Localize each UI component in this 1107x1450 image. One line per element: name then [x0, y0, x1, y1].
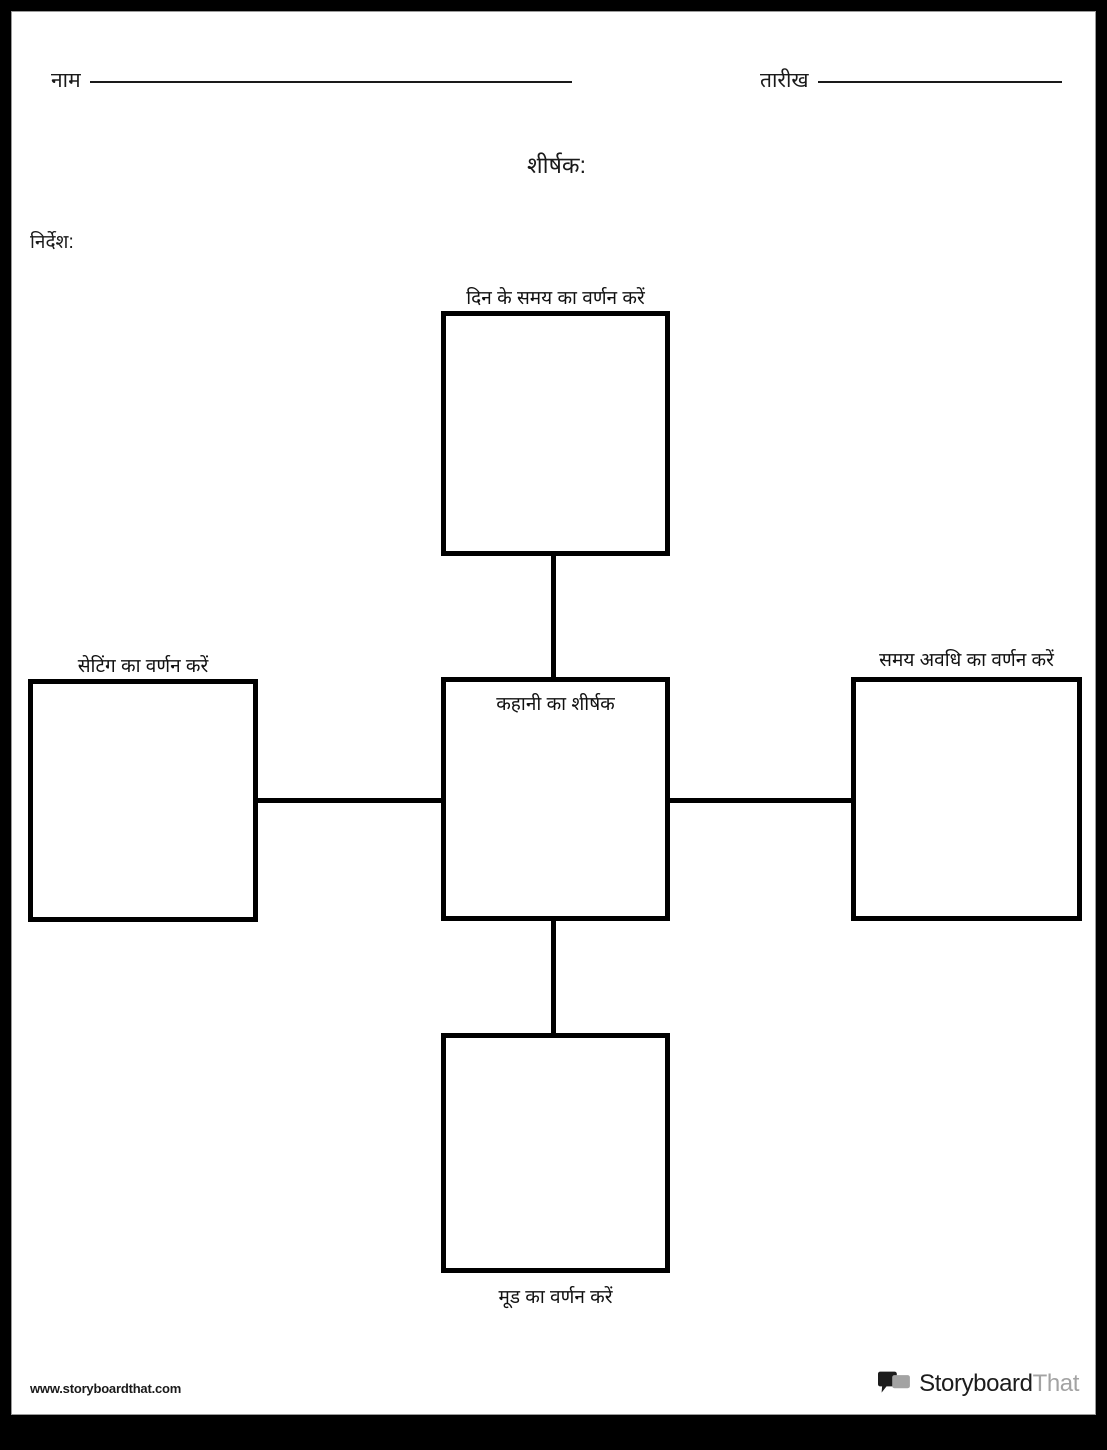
speech-bubbles-icon — [878, 1371, 911, 1393]
storyboardthat-logo[interactable]: StoryboardThat — [877, 1370, 1079, 1398]
node-box-left[interactable] — [28, 679, 258, 922]
node-box-center[interactable]: कहानी का शीर्षक — [441, 677, 670, 921]
node-box-bottom[interactable] — [441, 1033, 670, 1273]
node-label-bottom: मूड का वर्णन करें — [498, 1287, 613, 1308]
connector-center-to-top — [551, 556, 556, 688]
worksheet-sheet: नाम तारीख शीर्षक: निर्देश: दिन के समय का… — [11, 11, 1096, 1415]
graphic-organizer-diagram: दिन के समय का वर्णन करें सेटिंग का वर्णन… — [12, 12, 1095, 1414]
connector-center-to-bottom — [551, 911, 556, 1033]
node-label-right: समय अवधि का वर्णन करें — [879, 650, 1054, 671]
worksheet-title-label: शीर्षक: — [527, 152, 586, 178]
header-fields-row: नाम तारीख — [12, 66, 1095, 106]
date-field[interactable]: तारीख — [760, 66, 1062, 94]
brand-name-primary: Storyboard — [919, 1370, 1033, 1397]
node-box-right[interactable] — [851, 677, 1082, 921]
node-label-top: दिन के समय का वर्णन करें — [466, 288, 645, 309]
instructions-label: निर्देश: — [30, 232, 74, 253]
connector-center-to-left — [258, 798, 441, 803]
worksheet-title-row: शीर्षक: — [12, 148, 1095, 180]
date-write-line[interactable] — [817, 81, 1062, 83]
brand-wordmark: StoryboardThat — [919, 1370, 1079, 1398]
date-label: तारीख — [760, 69, 809, 92]
connector-center-to-right — [670, 798, 851, 803]
name-field[interactable]: नाम — [51, 66, 572, 94]
brand-name-secondary: That — [1032, 1370, 1080, 1397]
name-label: नाम — [51, 69, 81, 92]
node-label-center: कहानी का शीर्षक — [496, 694, 615, 715]
node-label-left: सेटिंग का वर्णन करें — [77, 656, 209, 677]
node-box-top[interactable] — [441, 311, 670, 556]
name-write-line[interactable] — [89, 81, 572, 83]
footer-url[interactable]: www.storyboardthat.com — [30, 1381, 182, 1396]
